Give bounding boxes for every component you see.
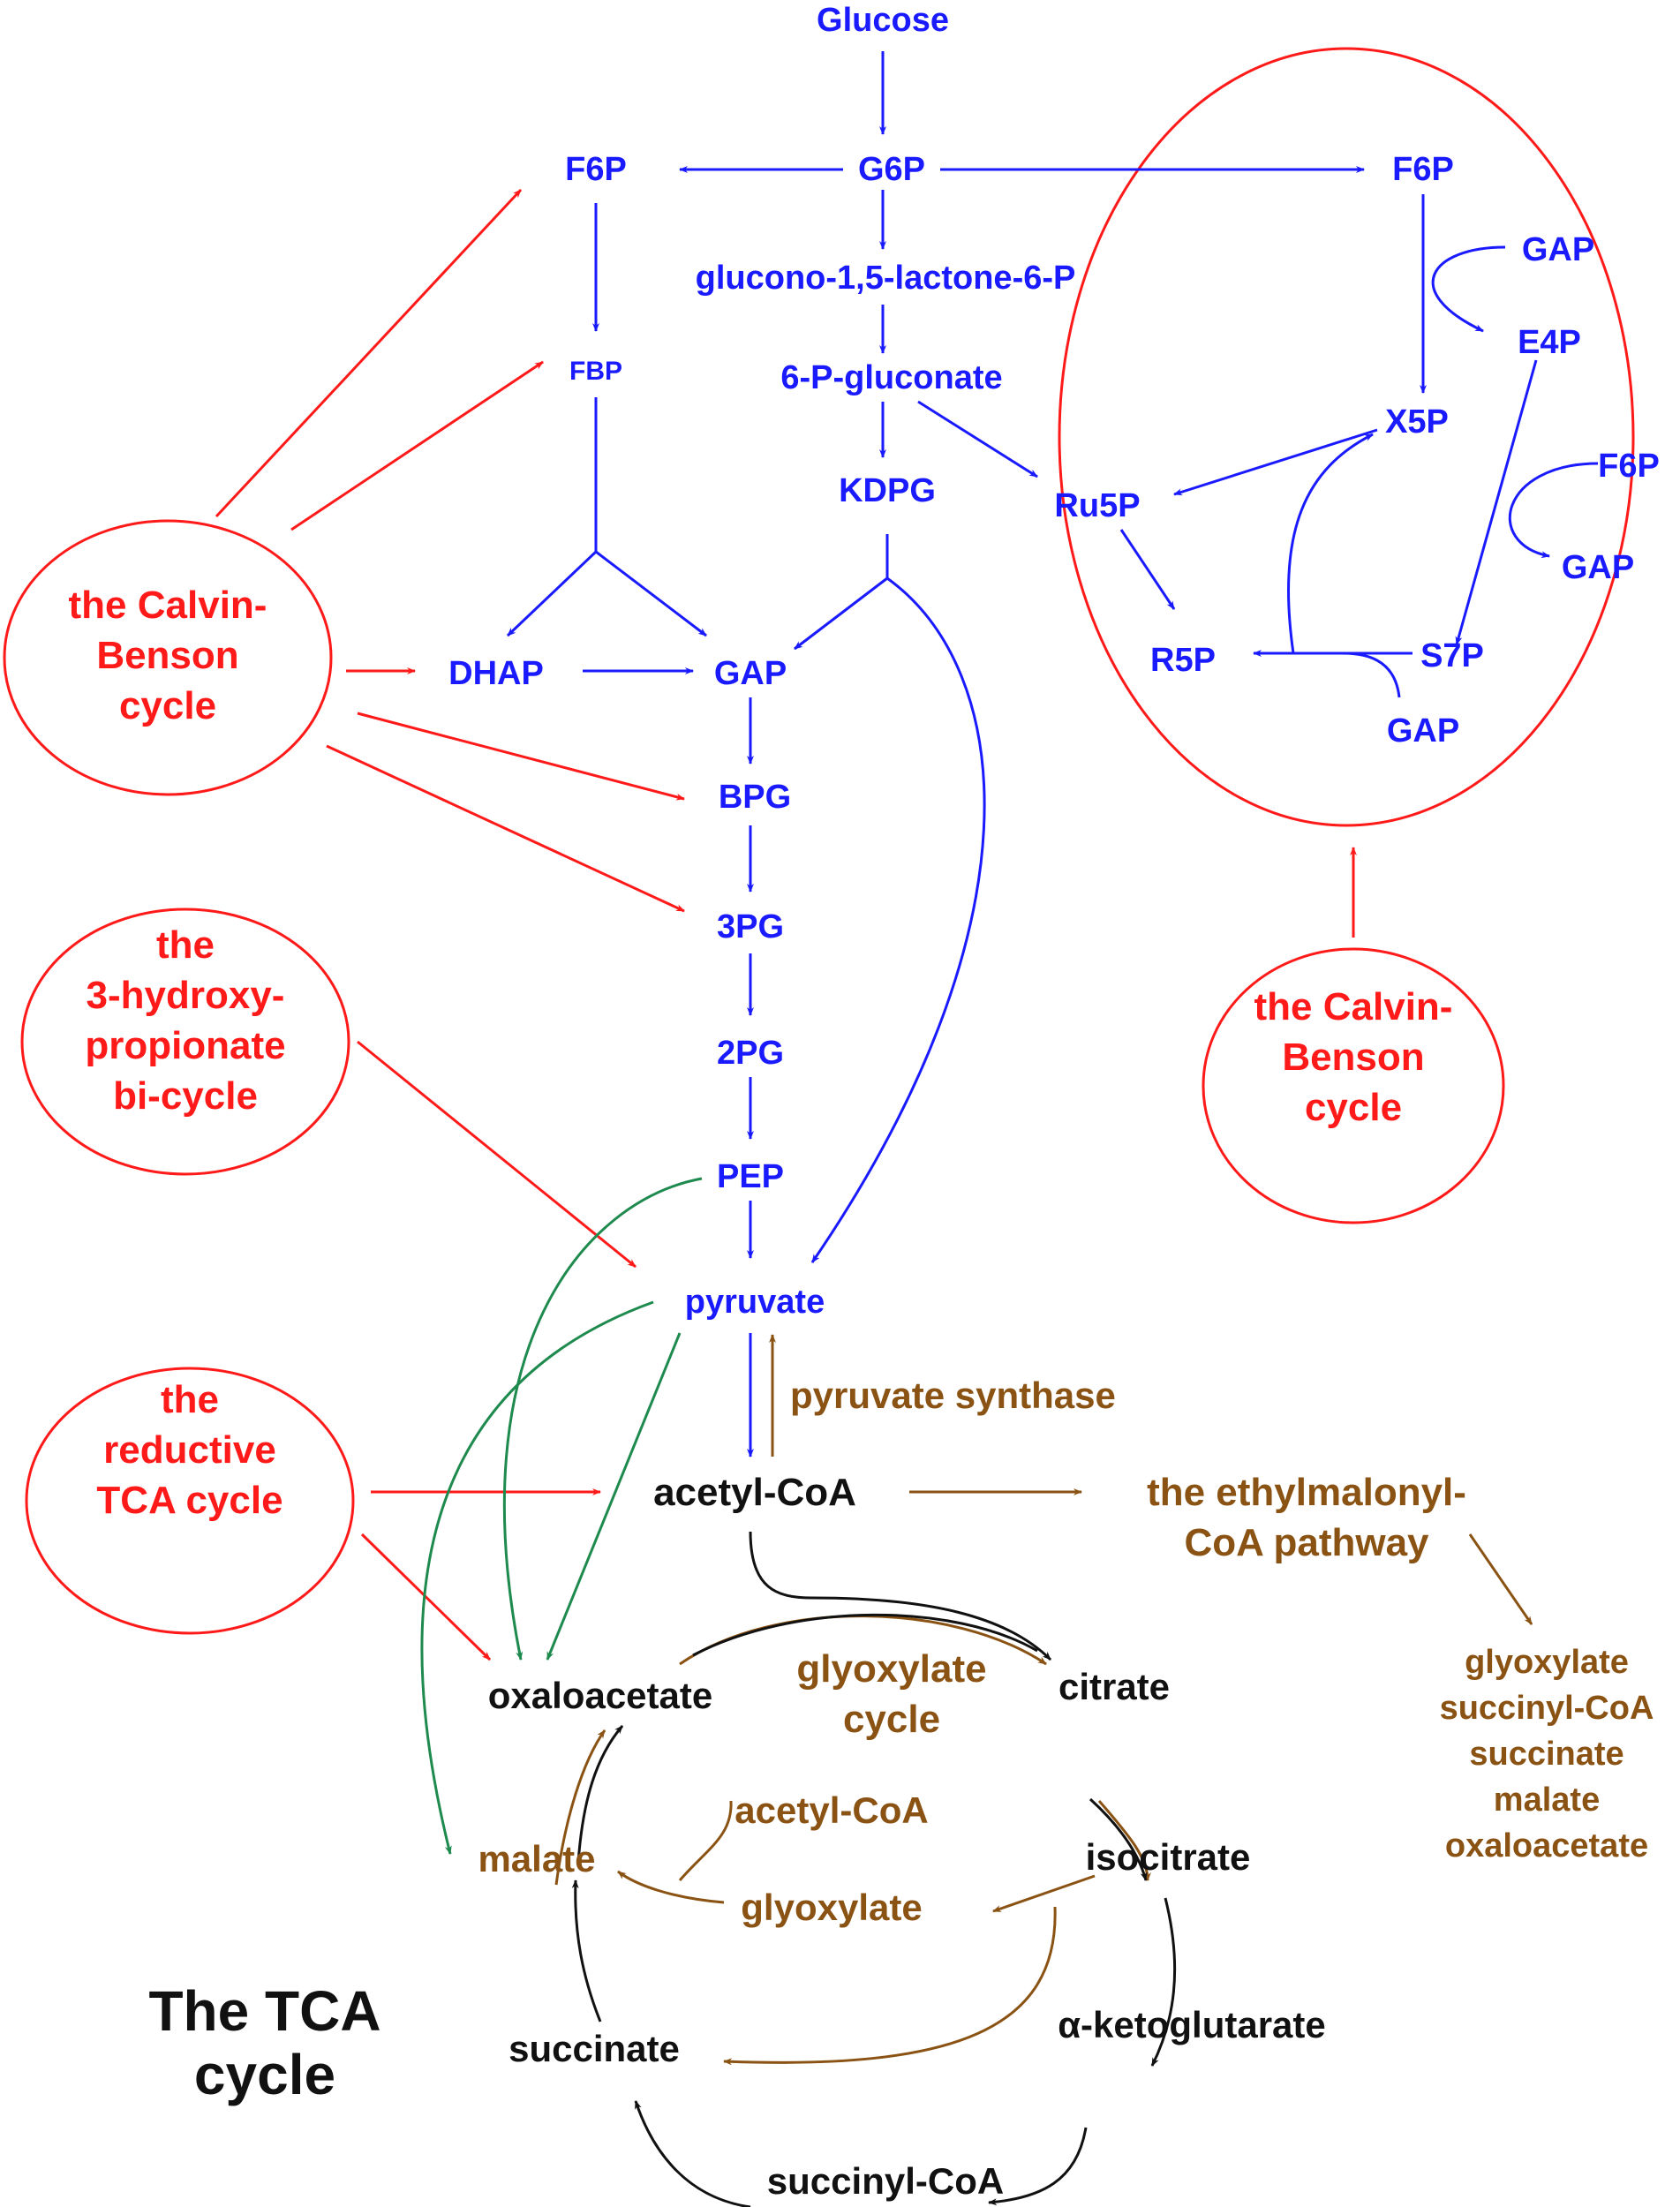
reductive-tca-text: the reductive TCA cycle [96, 1378, 283, 1522]
reductive-tca-line-2: reductive [103, 1428, 276, 1472]
reductive-tca-line-1: the [161, 1378, 219, 1421]
glucose-label: Glucose [817, 2, 949, 39]
calvin-left-text: the Calvin- Benson cycle [69, 584, 267, 727]
calvin-input-arrows [215, 188, 1357, 1661]
hydroxypropionate-line-3: propionate [85, 1024, 285, 1067]
bpg-label: BPG [719, 779, 791, 816]
tca-cycle-arrows [571, 1531, 1177, 2207]
e4p-label: E4P [1518, 324, 1581, 361]
ethylmalonyl-product-3: succinate [1469, 1736, 1623, 1773]
ethylmalonyl-product-1: glyoxylate [1465, 1644, 1629, 1681]
ppp-gap-1-label: GAP [1522, 231, 1594, 268]
s7p-label: S7P [1420, 637, 1484, 674]
ru5p-label: Ru5P [1054, 487, 1140, 524]
calvin-right-line-1: the Calvin- [1254, 985, 1453, 1028]
dhap-label: DHAP [448, 655, 544, 692]
calvin-left-line-1: the Calvin- [69, 584, 267, 627]
glyoxylate-cycle-line-1: glyoxylate [796, 1647, 986, 1691]
pyruvate-label: pyruvate [685, 1284, 825, 1321]
ethylmalonyl-product-5: oxaloacetate [1445, 1827, 1648, 1864]
fbp-label: FBP [569, 357, 622, 386]
calvin-cycle-left-ring [3, 519, 333, 796]
glyoxylate-cycle-line-2: cycle [843, 1698, 940, 1741]
succinate-label: succinate [509, 2028, 680, 2069]
gap-label: GAP [714, 655, 787, 692]
g6p-label: G6P [858, 151, 925, 188]
title-line-1: The TCA [148, 1979, 380, 2043]
calvin-right-text: the Calvin- Benson cycle [1254, 985, 1453, 1129]
f6p-right-label: F6P [1392, 151, 1454, 188]
pyruvate-synthase-label: pyruvate synthase [790, 1375, 1116, 1416]
calvin-right-line-2: Benson [1282, 1036, 1424, 1079]
gluconolactone-label: glucono-1,5-lactone-6-P [696, 260, 1076, 297]
ethylmalonyl-product-4: malate [1494, 1781, 1600, 1819]
pentose-phosphate-arrows [1119, 194, 1599, 698]
glycolysis-arrows [506, 51, 1365, 1458]
hydroxypropionate-ring [20, 908, 350, 1176]
ppp-gap-2-label: GAP [1562, 549, 1634, 586]
2pg-label: 2PG [717, 1035, 784, 1072]
oxaloacetate-label: oxaloacetate [488, 1675, 712, 1716]
hydroxypropionate-line-4: bi-cycle [113, 1074, 258, 1118]
citrate-label: citrate [1058, 1666, 1170, 1707]
malate-label: malate [478, 1838, 595, 1879]
p-gluconate-label: 6-P-gluconate [780, 359, 1002, 396]
hydroxypropionate-line-1: the [156, 923, 215, 967]
succinyl-coa-label: succinyl-CoA [767, 2160, 1004, 2202]
ppp-gap-3-label: GAP [1387, 712, 1459, 749]
calvin-cycle-right-ring [1202, 947, 1505, 1224]
ethylmalonyl-product-2: succinyl-CoA [1440, 1690, 1654, 1727]
pentose-phosphate-ring [1058, 47, 1635, 827]
reductive-tca-line-3: TCA cycle [96, 1479, 283, 1522]
glyoxylate-acetyl-coa-label: acetyl-CoA [735, 1789, 928, 1831]
glyoxylate-label: glyoxylate [741, 1887, 922, 1928]
brown-arrows [554, 1334, 1533, 2066]
calvin-left-line-2: Benson [96, 634, 238, 677]
3pg-label: 3PG [717, 908, 784, 945]
alpha-ketoglutarate-label: α-ketoglutarate [1058, 2004, 1326, 2045]
pep-label: PEP [717, 1158, 784, 1195]
calvin-left-line-3: cycle [119, 684, 216, 727]
ethylmalonyl-line-2: CoA pathway [1184, 1521, 1429, 1564]
ethylmalonyl-line-1: the ethylmalonyl- [1147, 1471, 1466, 1514]
acetyl-coa-label: acetyl-CoA [653, 1471, 856, 1514]
x5p-label: X5P [1385, 403, 1449, 441]
ethylmalonyl-products: glyoxylate succinyl-CoA succinate malate… [1440, 1644, 1654, 1864]
f6p-left-label: F6P [565, 151, 627, 188]
ppp-f6p-label: F6P [1598, 448, 1660, 485]
r5p-label: R5P [1150, 642, 1216, 679]
hydroxypropionate-line-2: 3-hydroxy- [87, 974, 285, 1017]
hydroxypropionate-text: the 3-hydroxy- propionate bi-cycle [85, 923, 285, 1118]
isocitrate-label: isocitrate [1086, 1836, 1251, 1878]
title-line-2: cycle [194, 2043, 335, 2106]
reductive-tca-ring [25, 1367, 355, 1635]
anaplerotic-arrows [420, 1177, 703, 1855]
calvin-right-line-3: cycle [1305, 1086, 1402, 1129]
kdpg-label: KDPG [839, 472, 936, 509]
